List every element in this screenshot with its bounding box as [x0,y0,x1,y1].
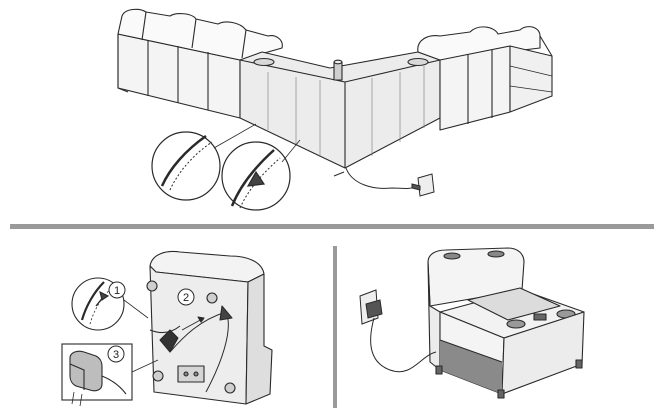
power-plug [365,299,383,319]
sectional-sofa-illustration [117,8,553,169]
console-post [333,61,343,81]
step3-marker: 3 [107,345,125,363]
step1-label: 1 [114,285,120,297]
center-connector [159,329,179,353]
control-button [533,313,547,321]
connector-zoom-callouts [151,123,301,211]
front-cup-holder [506,319,526,329]
corner-bolt [146,280,158,292]
console-rear-illustration [146,250,273,405]
transformer-box [177,365,205,383]
corner-bolt [224,382,236,394]
corner-bolt [206,292,218,304]
console-front-illustration [427,247,585,399]
console-back-section [427,247,525,307]
cup-holder [407,57,429,67]
vertical-divider [333,246,337,408]
wall-outlet-bottom [359,289,383,325]
step1-marker: 1 [108,281,126,299]
left-section-backrest [117,8,283,61]
console-side-panel [245,273,273,405]
right-section-base [439,45,511,131]
wall-outlet-top [411,173,435,197]
console-dark-base [440,340,502,394]
corner-bolt [152,370,164,382]
power-adapter [69,350,103,392]
horizontal-divider [10,224,654,229]
step2-marker: 2 [177,288,195,306]
right-chaise [509,45,553,113]
connector-detail-left [151,131,221,201]
top-cup-holder [487,250,505,258]
top-cup-holder [443,252,461,260]
cup-holder [253,57,275,67]
step2-label: 2 [183,292,189,304]
storage-lid [467,287,561,321]
power-cable-top [333,167,417,189]
power-cable-bottom [370,317,437,373]
step3-label: 3 [113,349,119,361]
